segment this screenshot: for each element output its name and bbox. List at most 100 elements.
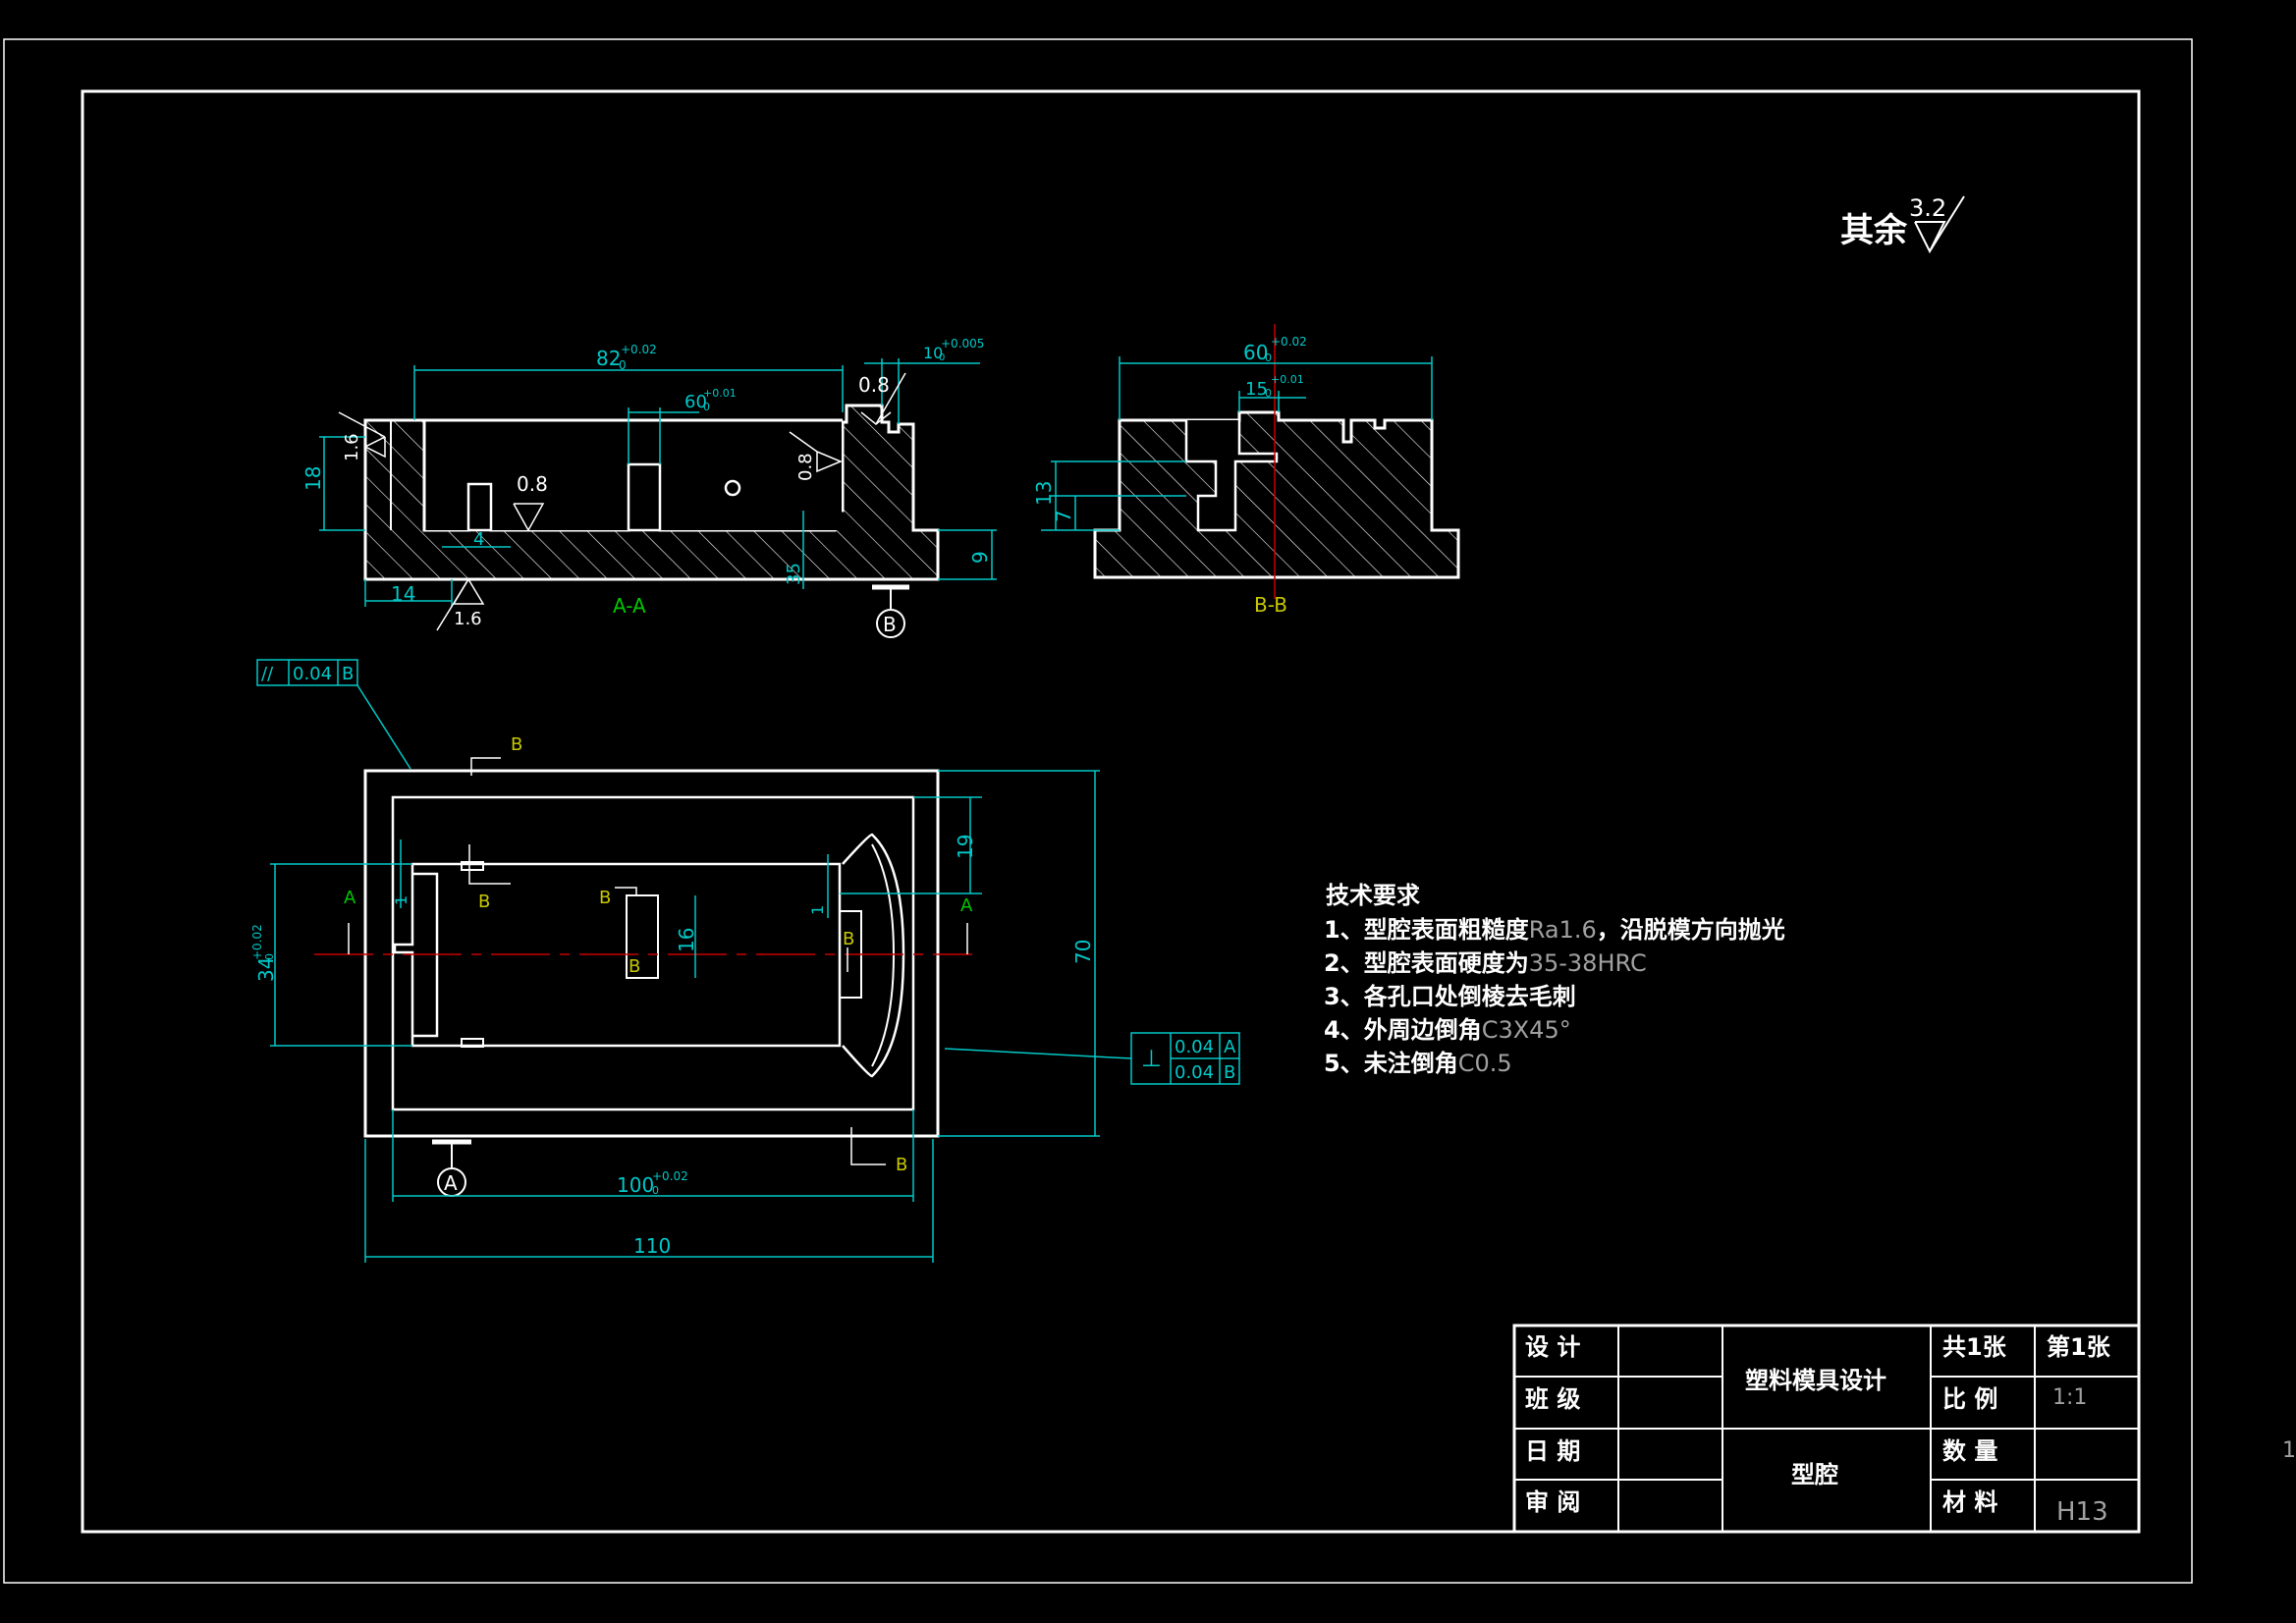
dim-plan-34: 34 [254,957,278,982]
plan-outer [363,769,940,1138]
tech-note-4: 4、外周边倒角C3X45° [1324,1016,1571,1044]
section-aa: 82 0 +0.02 60 0 +0.01 10 0 +0.005 18 9 1… [301,337,997,638]
cut-b-inner-3: B [629,956,640,977]
dim-aa-82: 82 [596,347,621,370]
plan-view: B B A A B B B B // 0.04 B ⊥ 0 [250,659,1240,1263]
tb-review: 审 阅 [1525,1488,1580,1516]
dim-plan-1b: 1 [808,905,827,915]
dim-aa-4: 4 [473,529,484,550]
roughness-rest-label: 其余 [1840,211,1908,250]
section-bb-label: B-B [1254,593,1287,617]
svg-text:A: A [444,1171,458,1195]
cut-a-right: A [960,895,973,916]
tb-project: 塑料模具设计 [1745,1367,1886,1394]
tb-sheet-no: 第1张 [2047,1333,2111,1361]
tech-note-3: 3、各孔口处倒棱去毛刺 [1324,983,1576,1010]
dim-aa-18: 18 [301,466,325,491]
svg-text:0.8: 0.8 [795,453,816,481]
svg-text:⊥: ⊥ [1141,1045,1162,1072]
tb-material-label: 材 料 [1942,1488,1997,1516]
svg-text:1.6: 1.6 [454,609,482,629]
aa-datum-b: B [872,584,909,638]
aa-roughness-3: 0.8 [858,372,906,425]
svg-text://: // [261,664,274,684]
svg-text:1.6: 1.6 [342,433,362,461]
title-block: 设 计 班 级 日 期 审 阅 塑料模具设计 型腔 共1张 第1张 比 例 1:… [1512,1324,2141,1534]
aa-roughness-4: 0.8 [789,431,843,481]
cut-b-top: B [511,734,522,755]
perp-fcf: ⊥ 0.04 A 0.04 B [944,1032,1240,1085]
aa-roughness-5: 1.6 [436,577,485,631]
dim-aa-60: 60 [684,392,707,412]
tb-material-value: H13 [2056,1497,2108,1527]
dim-plan-34-sub: 0 [263,953,276,960]
dim-aa-10-tol: +0.005 [941,337,984,351]
section-bb-body [1093,410,1460,579]
inner-frame [81,89,2141,1534]
svg-text:0.8: 0.8 [858,373,890,397]
dim-plan-16: 16 [675,928,698,952]
dim-aa-9: 9 [968,551,992,564]
dim-bb-60: 60 [1243,341,1268,364]
dim-plan-100: 100 [617,1173,654,1197]
tb-total-sheets: 共1张 [1942,1333,2007,1361]
tech-note-2: 2、型腔表面硬度为35-38HRC [1324,949,1647,977]
roughness-rest-symbol [1914,221,1946,254]
dim-aa-35: 35 [784,563,804,585]
dim-bb-15-sub: 0 [1265,387,1272,400]
section-bb: 60 0 +0.02 15 0 +0.01 13 7 B-B [1032,324,1460,617]
tb-date: 日 期 [1525,1437,1580,1465]
dim-aa-60-tol: +0.01 [703,387,737,400]
dim-plan-100-sub: 0 [652,1184,659,1197]
roughness-rest-value: 3.2 [1909,194,1946,222]
cut-b-bottom: B [896,1155,907,1175]
tb-design: 设 计 [1525,1333,1580,1361]
tb-class: 班 级 [1525,1385,1580,1413]
dim-plan-1a: 1 [392,895,410,905]
tech-note-1: 1、型腔表面粗糙度Ra1.6，沿脱模方向抛光 [1324,916,1785,944]
cut-b-inner-2: B [599,888,611,908]
dim-plan-70: 70 [1071,940,1095,964]
tb-scale-label: 比 例 [1942,1385,1997,1413]
dim-bb-15-tol: +0.01 [1271,373,1304,386]
tech-notes-title: 技术要求 [1326,882,1420,909]
section-aa-label: A-A [613,594,646,618]
svg-text:0.04: 0.04 [293,664,332,684]
svg-text:B: B [342,664,354,684]
dim-plan-110: 110 [633,1234,671,1258]
tech-note-5: 5、未注倒角C0.5 [1324,1050,1512,1077]
roughness-rest: 其余 3.2 [1840,194,1965,254]
cut-b-inner-4: B [843,929,854,949]
svg-text:A: A [1224,1037,1236,1057]
tech-notes: 技术要求 1、型腔表面粗糙度Ra1.6，沿脱模方向抛光 2、型腔表面硬度为35-… [1324,882,1785,1077]
parallel-fcf: // 0.04 B [256,659,411,770]
plan-inner [391,795,915,1111]
svg-text:B: B [883,613,897,636]
tb-scale-value: 1:1 [2052,1385,2087,1410]
dim-bb-7: 7 [1052,510,1075,522]
cut-a-left: A [344,888,356,908]
svg-text:B: B [1224,1062,1235,1083]
dim-aa-14: 14 [391,582,415,606]
aa-roughness-1: 1.6 [338,411,386,461]
section-aa-hole [724,479,741,497]
dim-bb-13: 13 [1032,481,1056,506]
svg-text:0.04: 0.04 [1175,1062,1214,1083]
dim-plan-34-tol: +0.02 [250,924,264,960]
dim-bb-60-sub: 0 [1265,352,1272,364]
aa-roughness-2: 0.8 [513,472,548,532]
svg-text:0.04: 0.04 [1175,1037,1214,1057]
plan-datum-a: A [432,1139,471,1197]
cut-b-inner-1: B [478,892,490,912]
outer-frame [3,38,2193,1584]
dim-plan-100-tol: +0.02 [652,1169,688,1183]
dim-plan-19: 19 [954,835,977,859]
dim-aa-10: 10 [923,344,943,362]
dim-aa-60-sub: 0 [703,401,710,413]
dim-bb-15: 15 [1245,379,1268,400]
margin-mark: 1 [2282,1438,2296,1463]
dim-aa-10-sub: 0 [939,352,945,363]
dim-bb-60-tol: +0.02 [1271,335,1307,349]
tb-part: 型腔 [1791,1461,1838,1488]
